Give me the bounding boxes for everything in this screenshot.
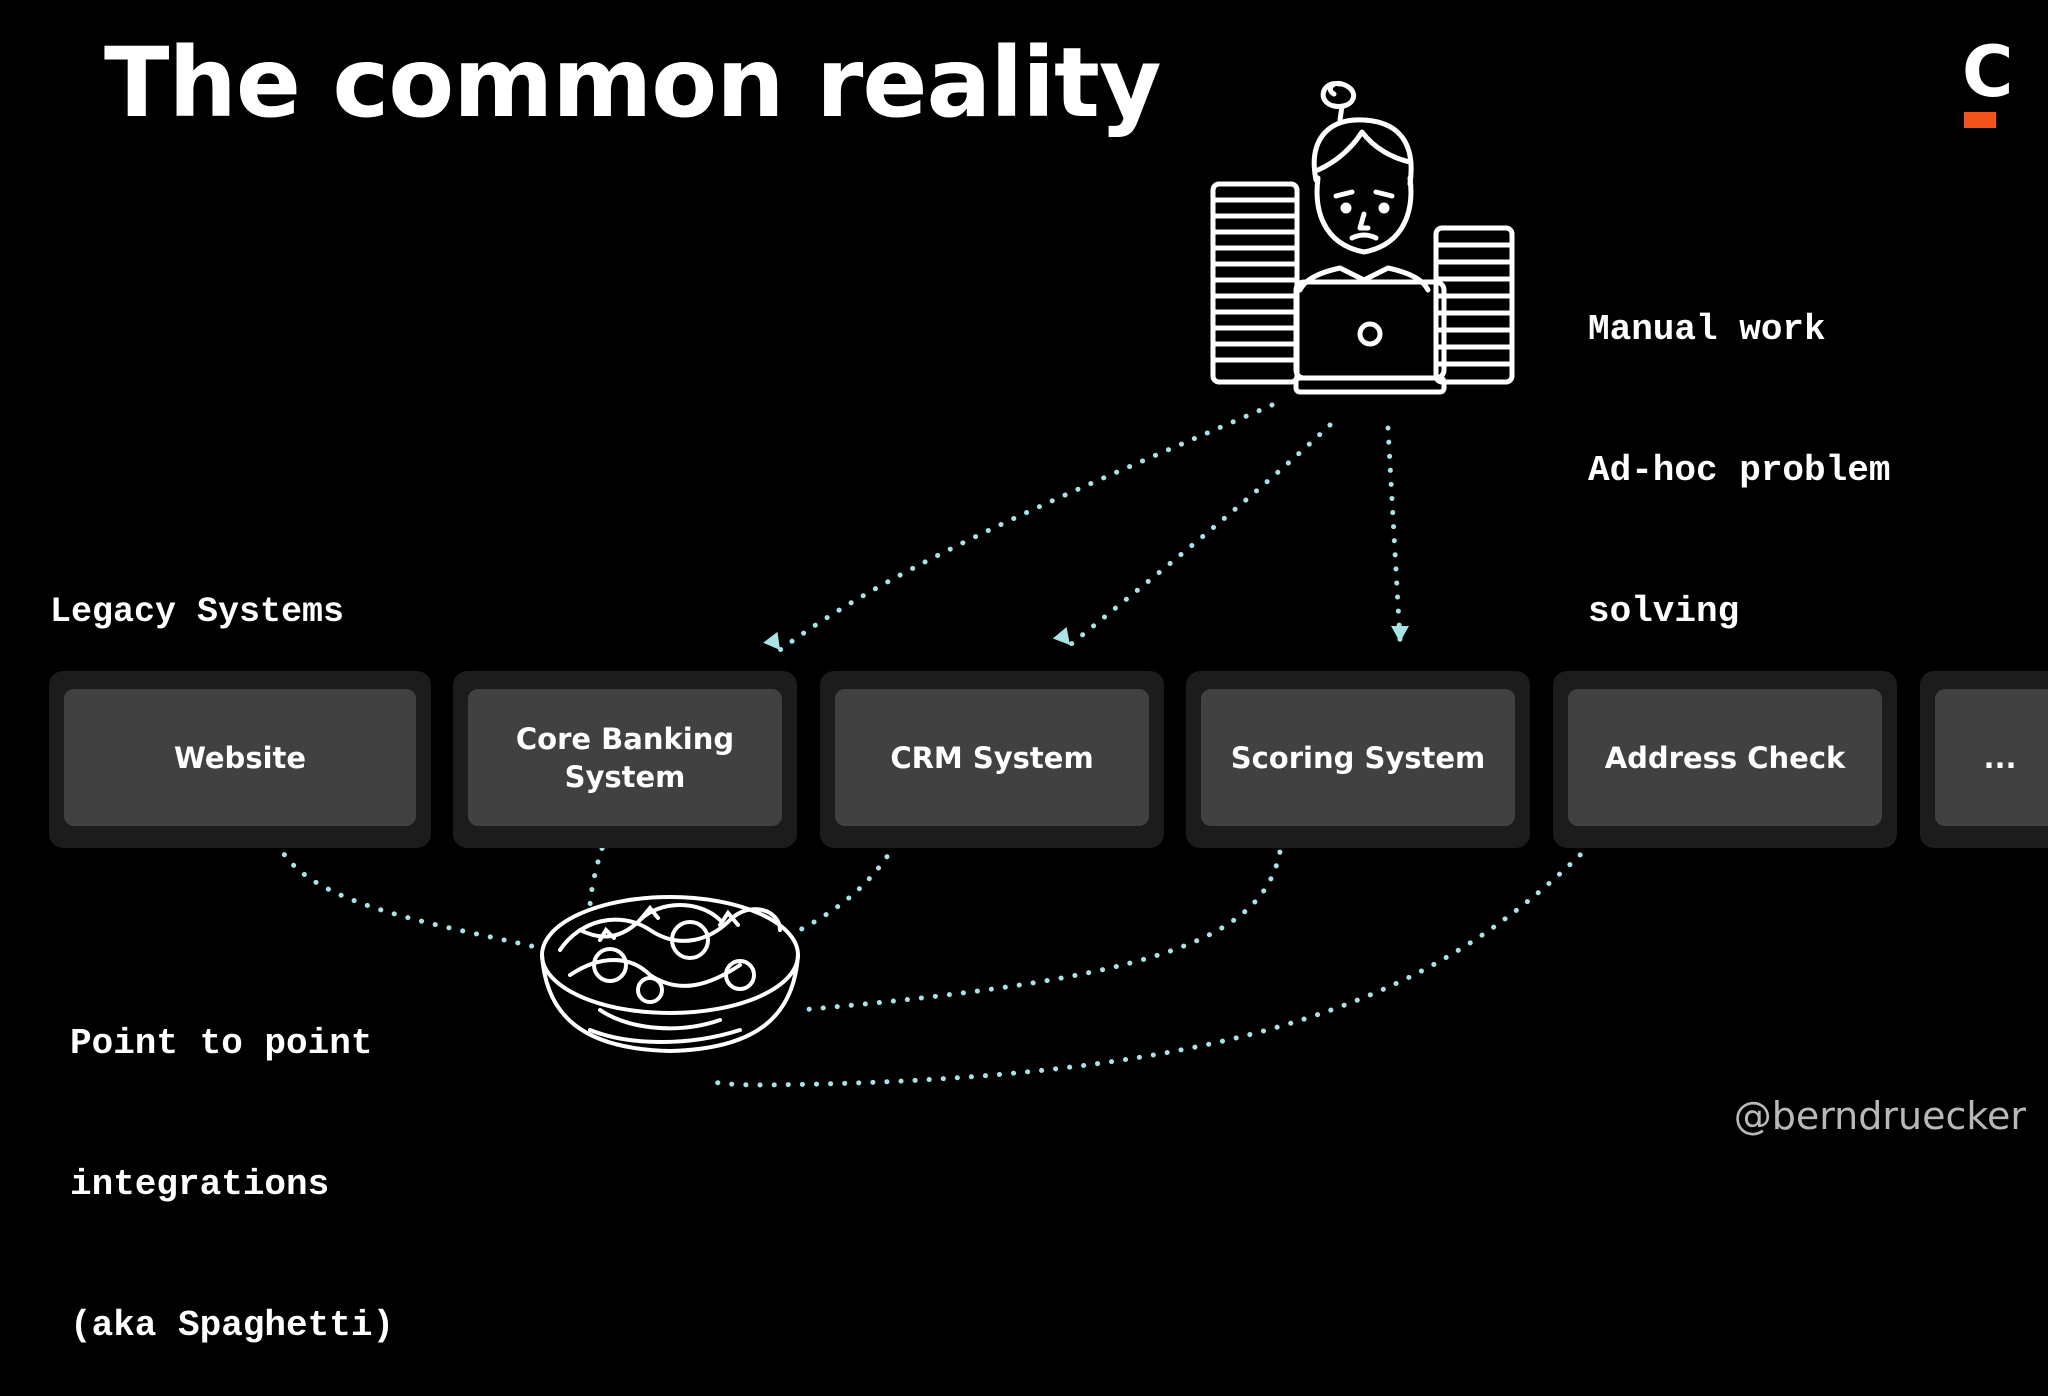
system-label: CRM System bbox=[890, 740, 1094, 775]
manual-work-line: Manual work bbox=[1588, 309, 1826, 350]
system-label: Scoring System bbox=[1230, 740, 1486, 775]
page-title: The common reality bbox=[104, 27, 1162, 139]
system-label: ... bbox=[1983, 740, 2017, 775]
paper-stack-icon bbox=[1433, 225, 1515, 385]
connector-person-to-scoring bbox=[1385, 425, 1403, 643]
logo-accent-bar bbox=[1964, 112, 1996, 128]
point-to-point-line: (aka Spaghetti) bbox=[70, 1305, 395, 1346]
system-box-crm: CRM System bbox=[820, 671, 1164, 848]
paper-stack-icon bbox=[1210, 181, 1300, 385]
system-box-website: Website bbox=[49, 671, 431, 848]
manual-work-line: Ad-hoc problem bbox=[1588, 450, 1891, 491]
system-label: Website bbox=[173, 740, 307, 775]
system-box-inner: Scoring System bbox=[1201, 689, 1515, 826]
spaghetti-bowl-icon bbox=[540, 895, 800, 1054]
connector-address-check-to-bowl bbox=[705, 812, 1623, 1088]
system-box-scoring: Scoring System bbox=[1186, 671, 1530, 848]
author-handle: @berndruecker bbox=[1733, 1094, 2026, 1138]
manual-work-line: solving bbox=[1588, 591, 1740, 632]
system-box-inner: ... bbox=[1935, 689, 2048, 826]
connector-scoring-to-bowl bbox=[797, 807, 1285, 1013]
system-box-more: ... bbox=[1920, 671, 2048, 848]
arrowhead bbox=[1391, 626, 1409, 642]
system-box-address-check: Address Check bbox=[1553, 671, 1897, 848]
stressed-developer-with-laptop-icon bbox=[1210, 80, 1515, 395]
camunda-logo: C bbox=[1962, 34, 2013, 130]
system-box-inner: CRM System bbox=[835, 689, 1149, 826]
system-box-core-banking: Core Banking System bbox=[453, 671, 797, 848]
point-to-point-line: Point to point bbox=[70, 1023, 373, 1064]
system-box-inner: Website bbox=[64, 689, 416, 826]
connector-person-to-core-banking bbox=[777, 402, 1275, 653]
connector-person-to-crm bbox=[1067, 422, 1333, 648]
diagram-canvas bbox=[269, 80, 1623, 1088]
arrowhead bbox=[763, 631, 780, 650]
system-box-inner: Core Banking System bbox=[468, 689, 782, 826]
point-to-point-note: Point to point integrations (aka Spaghet… bbox=[70, 926, 394, 1396]
manual-work-note: Manual work Ad-hoc problem solving bbox=[1588, 212, 1890, 682]
connector-website-to-bowl bbox=[269, 812, 543, 951]
system-label: Core Banking System bbox=[515, 721, 735, 794]
arrowhead bbox=[1052, 626, 1070, 645]
legacy-systems-label: Legacy Systems bbox=[50, 592, 345, 632]
system-label: Address Check bbox=[1604, 740, 1846, 775]
point-to-point-line: integrations bbox=[70, 1164, 330, 1205]
logo-letter: C bbox=[1962, 31, 2014, 113]
system-box-inner: Address Check bbox=[1568, 689, 1882, 826]
